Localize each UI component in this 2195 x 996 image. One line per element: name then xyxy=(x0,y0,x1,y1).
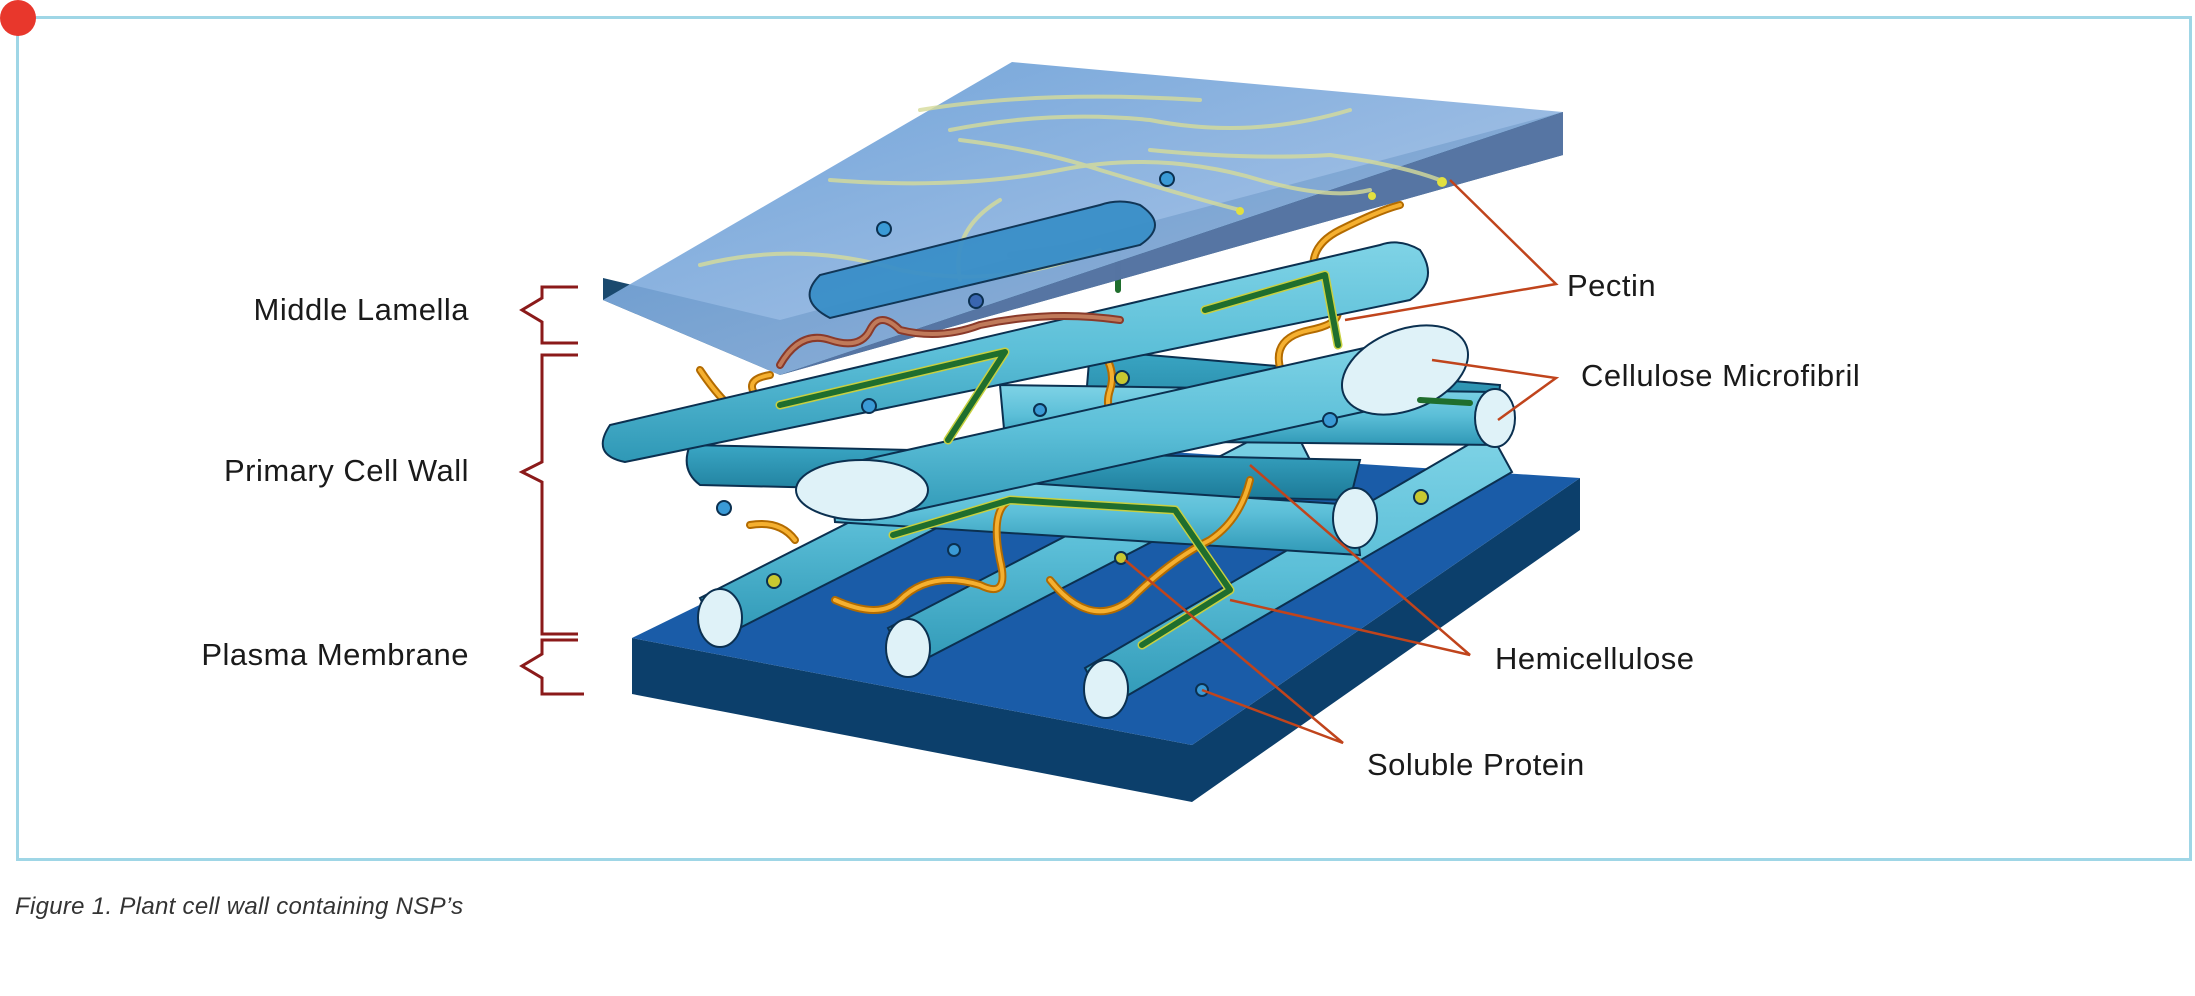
label-middle-lamella: Middle Lamella xyxy=(254,292,470,327)
label-soluble-protein: Soluble Protein xyxy=(1367,747,1585,782)
bracket-primary-cell-wall xyxy=(518,353,578,636)
leader-lines xyxy=(1124,179,1560,745)
leader-hemicellulose xyxy=(1229,464,1471,657)
leader-cellulose-microfibril xyxy=(1431,358,1560,422)
soluble-proteins xyxy=(716,370,1429,697)
label-primary-cell-wall: Primary Cell Wall xyxy=(224,453,469,488)
figure-frame xyxy=(16,16,2192,861)
bracket-plasma-membrane xyxy=(519,638,584,696)
label-plasma-membrane: Plasma Membrane xyxy=(201,637,469,672)
bracket-middle-lamella xyxy=(519,285,578,345)
cellulose-microfibril xyxy=(601,241,1429,464)
leader-pectin xyxy=(1344,179,1559,322)
label-cellulose-microfibril: Cellulose Microfibril xyxy=(1581,358,1860,393)
figure-caption: Figure 1. Plant cell wall containing NSP… xyxy=(15,893,464,920)
corner-dot xyxy=(0,0,36,36)
label-pectin: Pectin xyxy=(1567,268,1656,303)
cellulose-microfibril xyxy=(795,324,1470,522)
plant-cell-wall-diagram: Middle Lamella Primary Cell Wall Plasma … xyxy=(201,62,1860,802)
leader-soluble-protein xyxy=(1124,559,1344,745)
middle-lamella-slab xyxy=(603,62,1563,375)
label-hemicellulose: Hemicellulose xyxy=(1495,641,1694,676)
